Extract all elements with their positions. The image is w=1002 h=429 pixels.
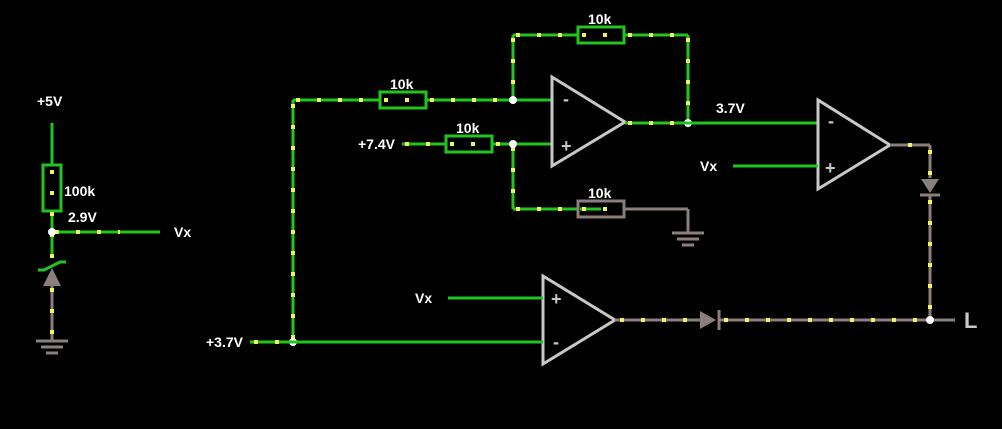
opamp-triangle (550, 74, 628, 169)
opamp3-plus-sign: + (551, 289, 562, 309)
label-vx-mid: Vx (700, 158, 717, 174)
node-inverting (509, 96, 517, 104)
label-100k: 100k (64, 183, 95, 199)
opamp1-plus-sign: + (561, 136, 572, 156)
label-3.7v-in: +3.7V (206, 334, 244, 350)
label-3.7v-out: 3.7V (716, 100, 745, 116)
zener-diode-icon[interactable] (43, 268, 61, 286)
opamp2-minus-sign: - (828, 111, 834, 131)
ground-icon (672, 231, 704, 247)
label-r-input1: 10k (390, 76, 414, 92)
label-vx-left: Vx (174, 224, 191, 240)
label-r-feedback: 10k (588, 11, 612, 27)
opamp-triangle (816, 97, 893, 192)
diode-lower-icon[interactable] (700, 310, 721, 330)
opamp1-minus-sign: - (563, 89, 569, 109)
ground-icon (36, 339, 68, 355)
opamp-summing[interactable]: - + (550, 74, 628, 169)
zener-cathode-bar (38, 260, 66, 272)
opamp3-minus-sign: - (553, 332, 559, 352)
opamp-triangle (541, 273, 618, 367)
label-vx-bottom: Vx (415, 290, 432, 306)
summing-amplifier-circuit: 10k 10k 10k 10k +7.4V (289, 11, 704, 346)
opamp-comparator-lower[interactable]: + - (541, 273, 618, 367)
label-7.4v: +7.4V (358, 136, 396, 152)
label-2.9v: 2.9V (68, 209, 97, 225)
node-output (926, 316, 934, 324)
label-output-L: L (964, 308, 977, 333)
diode-upper-icon[interactable] (920, 179, 940, 197)
label-5v: +5V (37, 93, 63, 109)
label-r-input2: 10k (456, 120, 480, 136)
label-r-ground: 10k (588, 185, 612, 201)
node-2.9v (48, 228, 56, 236)
zener-reference-circuit: +5V 100k 2.9V Vx (36, 93, 191, 355)
node-noninverting (509, 140, 517, 148)
opamp-comparator-upper[interactable]: - + (816, 97, 893, 192)
opamp2-plus-sign: + (825, 158, 836, 178)
